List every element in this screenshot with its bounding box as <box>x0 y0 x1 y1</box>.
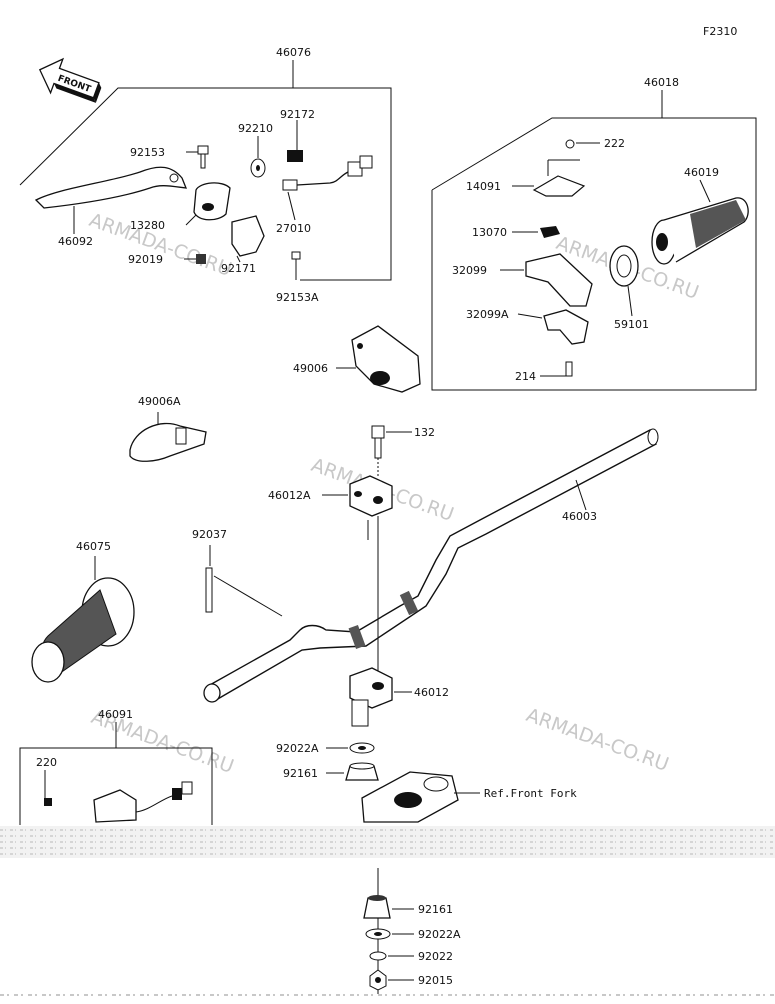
part-label-46012A[interactable]: 46012A <box>268 489 311 502</box>
part-label-222[interactable]: 222 <box>604 137 625 150</box>
part-label-46019[interactable]: 46019 <box>684 166 719 179</box>
part-label-27010[interactable]: 27010 <box>276 222 311 235</box>
part-label-92019[interactable]: 92019 <box>128 253 163 266</box>
lever-assembly-group: 46076 46092 92153 92210 92172 27010 1328… <box>19 46 392 304</box>
part-label-92022[interactable]: 92022 <box>418 950 453 963</box>
part-label-92037[interactable]: 92037 <box>192 528 227 541</box>
part-label-92022A-bottom[interactable]: 92022A <box>418 928 461 941</box>
scan-noise-band <box>0 826 775 858</box>
part-label-220[interactable]: 220 <box>36 756 57 769</box>
handlebar-clamp-upper <box>322 475 393 517</box>
diagram-code: F2310 <box>703 25 737 38</box>
throttle-assembly-group: 46018 222 14091 13070 32099 32099A 214 <box>431 76 757 391</box>
left-grip <box>31 556 135 683</box>
part-label-13070[interactable]: 13070 <box>472 226 507 239</box>
part-label-46091[interactable]: 46091 <box>98 708 133 721</box>
part-label-46018[interactable]: 46018 <box>644 76 679 89</box>
handlebar-clamp-lower <box>349 667 412 727</box>
throttle-housing-lower <box>543 309 589 345</box>
part-label-46003[interactable]: 46003 <box>562 510 597 523</box>
part-label-13280[interactable]: 13280 <box>130 219 165 232</box>
part-label-92171[interactable]: 92171 <box>221 262 256 275</box>
part-label-46076[interactable]: 46076 <box>276 46 311 59</box>
part-label-32099A[interactable]: 32099A <box>466 308 509 321</box>
clutch-lever <box>34 166 188 209</box>
part-label-49006[interactable]: 49006 <box>293 362 328 375</box>
part-label-92022A-top[interactable]: 92022A <box>276 742 319 755</box>
throttle-housing-upper <box>525 253 593 307</box>
part-label-46092[interactable]: 46092 <box>58 235 93 248</box>
part-label-59101[interactable]: 59101 <box>614 318 649 331</box>
part-label-92161-top[interactable]: 92161 <box>283 767 318 780</box>
part-label-92172[interactable]: 92172 <box>280 108 315 121</box>
part-label-92210[interactable]: 92210 <box>238 122 273 135</box>
part-label-46012[interactable]: 46012 <box>414 686 449 699</box>
part-label-46075[interactable]: 46075 <box>76 540 111 553</box>
part-label-132[interactable]: 132 <box>414 426 435 439</box>
handlebar <box>203 428 659 703</box>
part-label-92161-bottom[interactable]: 92161 <box>418 903 453 916</box>
throttle-grip <box>651 197 749 265</box>
part-label-32099[interactable]: 32099 <box>452 264 487 277</box>
cable-strap <box>205 545 283 617</box>
front-arrow-icon: FRONT <box>38 57 102 103</box>
fork-clamp-ref <box>361 771 480 823</box>
part-label-92153[interactable]: 92153 <box>130 146 165 159</box>
switch-assembly-group <box>19 722 213 825</box>
watermarks: ARMADA-CO.RU ARMADA-CO.RU ARMADA-CO.RU A… <box>86 209 701 778</box>
watermark: ARMADA-CO.RU <box>523 704 671 776</box>
bolt-132 <box>371 425 412 459</box>
part-label-92153A[interactable]: 92153A <box>276 291 319 304</box>
ref-front-fork[interactable]: Ref.Front Fork <box>484 787 577 800</box>
lever-guard <box>336 325 421 393</box>
part-label-92015[interactable]: 92015 <box>418 974 453 987</box>
part-label-214[interactable]: 214 <box>515 370 536 383</box>
lever-holder <box>193 182 231 221</box>
part-label-14091[interactable]: 14091 <box>466 180 501 193</box>
part-label-49006A[interactable]: 49006A <box>138 395 181 408</box>
hand-guard-small <box>129 412 207 462</box>
